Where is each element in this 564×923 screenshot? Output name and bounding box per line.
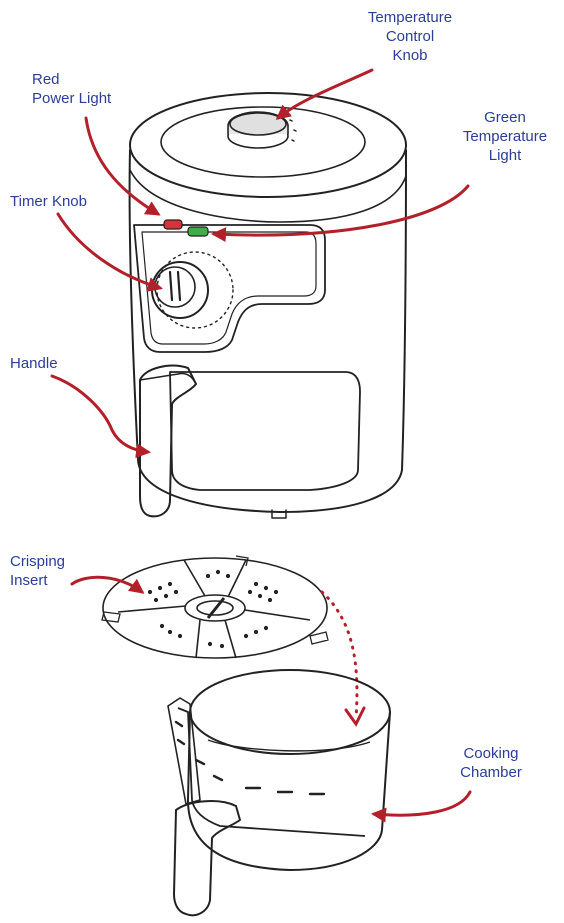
- label-line: Green: [450, 108, 560, 127]
- label-line: Knob: [355, 46, 465, 65]
- label-green-temperature-light: Green Temperature Light: [450, 108, 560, 165]
- air-fryer-body: [130, 93, 406, 518]
- handle-top: [140, 373, 196, 384]
- label-red-power-light: Red Power Light: [32, 70, 111, 108]
- leader-arrows: [52, 70, 470, 815]
- arrow-red-power-light: [86, 118, 158, 214]
- label-crisping-insert: Crisping Insert: [10, 552, 65, 590]
- insert-tabs: [102, 556, 328, 644]
- label-line: Handle: [10, 354, 58, 373]
- temp-knob-top: [230, 113, 286, 135]
- chamber-rim: [190, 670, 390, 754]
- chamber-handle: [174, 801, 240, 915]
- label-line: Control: [355, 27, 465, 46]
- label-line: Insert: [10, 571, 65, 590]
- cooking-chamber: [168, 670, 390, 915]
- control-panel: [134, 225, 325, 352]
- label-line: Temperature: [355, 8, 465, 27]
- arrow-crisping-insert: [72, 577, 142, 592]
- label-line: Chamber: [446, 763, 536, 782]
- red-power-light: [164, 220, 182, 229]
- chamber-collar: [178, 708, 365, 836]
- label-timer-knob: Timer Knob: [10, 192, 87, 211]
- timer-knob-grip: [170, 272, 180, 300]
- label-line: Light: [450, 146, 560, 165]
- crisping-insert: [102, 556, 328, 658]
- insert-holes: [148, 570, 277, 647]
- label-temperature-control-knob: Temperature Control Knob: [355, 8, 465, 65]
- label-cooking-chamber: Cooking Chamber: [446, 744, 536, 782]
- arrow-cooking-chamber: [374, 792, 470, 815]
- label-handle: Handle: [10, 354, 58, 373]
- label-line: Red: [32, 70, 111, 89]
- basket-front-panel: [170, 372, 360, 490]
- label-line: Cooking: [446, 744, 536, 763]
- label-line: Crisping: [10, 552, 65, 571]
- label-line: Timer Knob: [10, 192, 87, 211]
- temp-knob-ticks: [290, 120, 296, 141]
- label-line: Temperature: [450, 127, 560, 146]
- arrow-handle: [52, 376, 148, 452]
- control-panel-inner: [142, 232, 316, 344]
- green-temperature-light: [188, 227, 208, 236]
- label-line: Power Light: [32, 89, 111, 108]
- chamber-bracket: [168, 698, 200, 804]
- arrow-green-temperature-light: [214, 186, 468, 235]
